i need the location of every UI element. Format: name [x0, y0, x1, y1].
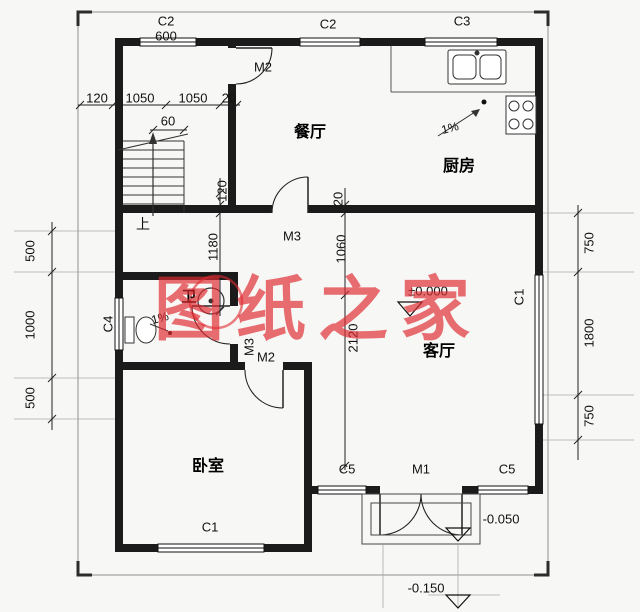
entry-steps: [361, 493, 481, 545]
extension-lines: [14, 212, 634, 608]
staircase: [117, 132, 189, 216]
windows: [114, 37, 544, 553]
dim-top-1050a: 1050: [125, 90, 155, 106]
dim-left-500b: 500: [22, 387, 38, 409]
dim-right-1800: 1800: [581, 318, 597, 348]
dim-right-750a: 750: [581, 232, 597, 254]
dim-top-sub-60: 60: [160, 113, 176, 129]
room-label-dining: 餐厅: [293, 124, 327, 141]
dim-stair-120: 120: [214, 180, 230, 202]
dim-right-750b: 750: [581, 405, 597, 427]
stove: [505, 95, 537, 135]
kitchen-counter: [390, 46, 535, 93]
dim-top-1050b: 1050: [178, 90, 208, 106]
dim-living-20: 20: [330, 191, 346, 207]
eave-corner-marks: [76, 10, 550, 577]
room-label-kitchen: 厨房: [442, 158, 476, 175]
window-label-c5-left: C5: [338, 461, 356, 477]
elevation-symbols: [396, 301, 472, 609]
window-label-c2-mid: C2: [319, 16, 337, 32]
door-label-m3-hall: M3: [282, 228, 302, 244]
door-gaps: [228, 48, 462, 494]
window-label-c3: C3: [453, 13, 471, 29]
stairs-up-label: 上: [136, 216, 150, 232]
dim-top-20: 20: [221, 90, 237, 106]
window-label-c5-right: C5: [498, 461, 516, 477]
window-label-c1-bottom: C1: [201, 519, 219, 535]
door-label-m1-entry: M1: [411, 461, 431, 477]
window-label-c4: C4: [100, 315, 116, 333]
elevation-label-ground: -0.150: [407, 580, 445, 596]
toilet: [124, 316, 157, 344]
window-label-c2-left: C2: [157, 13, 175, 29]
room-label-living: 客厅: [422, 343, 456, 360]
watermark-circle: [188, 274, 244, 330]
kitchen-floor-drain: [437, 99, 487, 137]
door-label-m2-top: M2: [253, 59, 273, 75]
dim-top-120: 120: [86, 90, 108, 106]
elevation-label-living: ±0.000: [408, 283, 448, 299]
door-label-m2-bedroom: M2: [256, 349, 276, 365]
kitchen-sink: [447, 49, 507, 85]
dim-left-1000: 1000: [22, 310, 38, 340]
eave-outline: [77, 11, 549, 576]
window-width-600: 600: [155, 28, 177, 44]
bathroom-floor-drain: [149, 323, 172, 335]
bathroom-basin: [197, 287, 225, 315]
dim-left-500a: 500: [22, 240, 38, 262]
watermark-text: 图纸之家: [154, 272, 482, 350]
room-label-bathroom: 卫: [181, 288, 197, 306]
window-label-c1-right: C1: [511, 288, 527, 306]
elevation-label-entry: -0.050: [482, 511, 520, 527]
room-label-bedroom: 卧室: [191, 458, 225, 475]
